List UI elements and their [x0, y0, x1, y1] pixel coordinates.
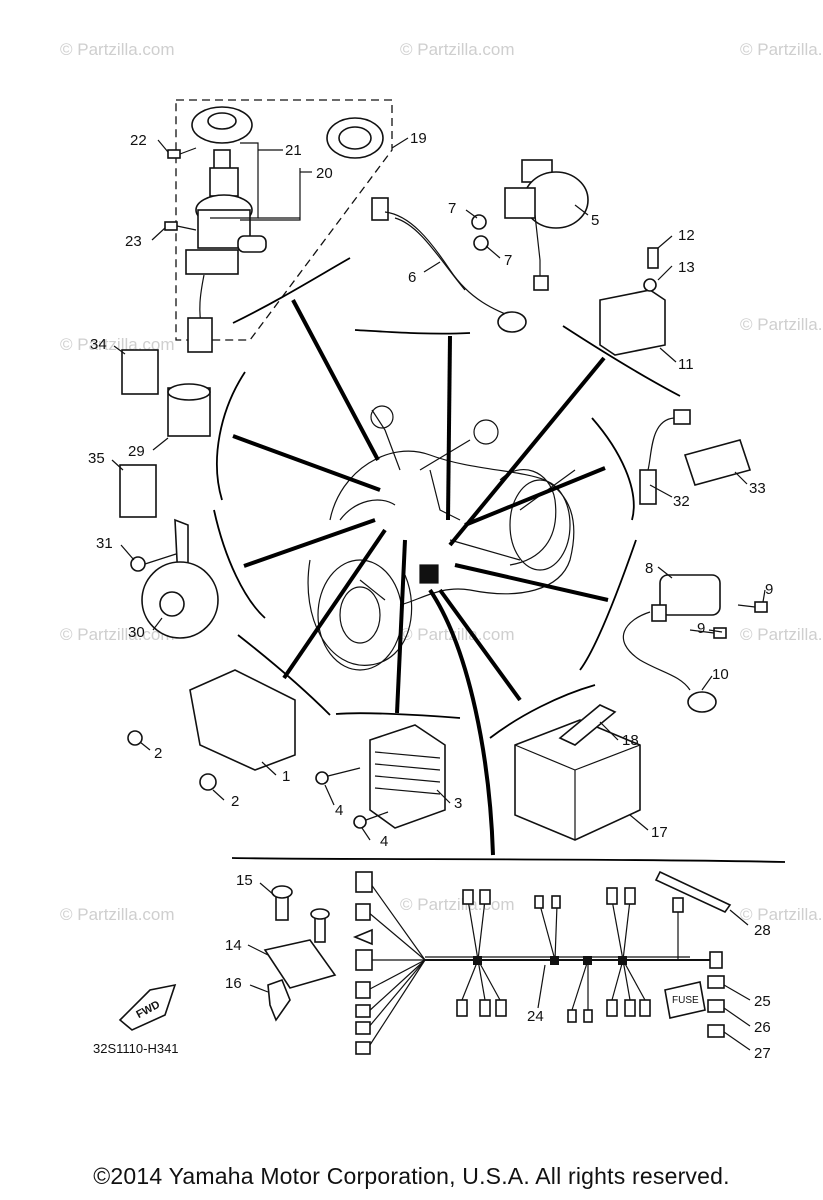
section-arcs: [213, 257, 786, 863]
screw-icon: [167, 147, 197, 159]
scooter-outline: [307, 405, 576, 671]
wire-harness: FUSE FWD: [118, 870, 732, 1055]
callout-35: 35: [88, 450, 105, 467]
callout-31: 31: [96, 535, 113, 552]
callout-3: 3: [454, 795, 462, 812]
main-switch-group-outline: [175, 99, 393, 341]
horn: [130, 518, 219, 639]
oxygen-sensor: [639, 409, 752, 505]
callout-9a: 9: [765, 581, 773, 598]
callout-20: 20: [316, 165, 333, 182]
ignition-coil: [622, 574, 768, 713]
callout-10: 10: [712, 666, 729, 683]
callout-16: 16: [225, 975, 242, 992]
callout-5: 5: [591, 212, 599, 229]
callout-21: 21: [285, 142, 302, 159]
watermark-text: © Partzilla.com: [400, 625, 515, 644]
callout-30: 30: [128, 624, 145, 641]
callout-1: 1: [282, 768, 290, 785]
callout-4b: 4: [380, 833, 388, 850]
callout-32: 32: [673, 493, 690, 510]
callout-2a: 2: [154, 745, 162, 762]
callout-11: 11: [678, 356, 694, 373]
watermark-text: © Partzilla.com: [60, 905, 175, 924]
rectifier-regulator: [315, 724, 446, 829]
watermark-text: © Partzilla.com: [740, 905, 823, 924]
callout-34: 34: [90, 336, 107, 353]
watermark-text: © Partzilla.com: [740, 625, 823, 644]
callout-26: 26: [754, 1019, 771, 1036]
diagram-code: 32S1110-H341: [93, 1041, 179, 1056]
callout-13: 13: [678, 259, 695, 276]
watermark-text: © Partzilla.com: [740, 315, 823, 334]
watermarks: © Partzilla.com © Partzilla.com © Partzi…: [60, 40, 823, 924]
callout-28: 28: [754, 922, 771, 939]
leader-lines: [111, 137, 766, 1051]
callout-14: 14: [225, 937, 242, 954]
callout-12: 12: [678, 227, 695, 244]
control-unit-11: [599, 247, 666, 356]
callout-labels: 19 21 20 22 23 7 7 5 6 12 13 11 34 29 35…: [88, 130, 773, 1062]
watermark-text: © Partzilla.com: [400, 40, 515, 59]
callout-7a: 7: [448, 200, 456, 217]
watermark-text: © Partzilla.com: [740, 40, 823, 59]
starter-relay-assembly: [371, 159, 589, 333]
watermark-text: © Partzilla.com: [400, 895, 515, 914]
callout-4a: 4: [335, 802, 343, 819]
fuse-label: FUSE: [672, 995, 699, 1006]
callout-2b: 2: [231, 793, 239, 810]
callout-8: 8: [645, 560, 653, 577]
callout-17: 17: [651, 824, 668, 841]
callout-23: 23: [125, 233, 142, 250]
callout-24: 24: [527, 1008, 544, 1025]
callout-9b: 9: [697, 620, 705, 637]
cdi-unit: [127, 669, 296, 791]
callout-15: 15: [236, 872, 253, 889]
pointer-lines: [232, 299, 609, 856]
watermark-text: © Partzilla.com: [60, 40, 175, 59]
copyright-notice: ©2014 Yamaha Motor Corporation, U.S.A. A…: [93, 1163, 730, 1189]
callout-29: 29: [128, 443, 145, 460]
callout-19: 19: [410, 130, 427, 147]
callout-6: 6: [408, 269, 416, 286]
callout-7b: 7: [504, 252, 512, 269]
callout-22: 22: [130, 132, 147, 149]
callout-27: 27: [754, 1045, 771, 1062]
watermark-text: © Partzilla.com: [60, 625, 175, 644]
main-switch-assembly: [164, 106, 384, 353]
callout-33: 33: [749, 480, 766, 497]
relay-cluster: [119, 349, 211, 518]
callout-18: 18: [622, 732, 639, 749]
callout-25: 25: [754, 993, 771, 1010]
screw-icon: [164, 221, 197, 231]
battery: [514, 704, 641, 841]
